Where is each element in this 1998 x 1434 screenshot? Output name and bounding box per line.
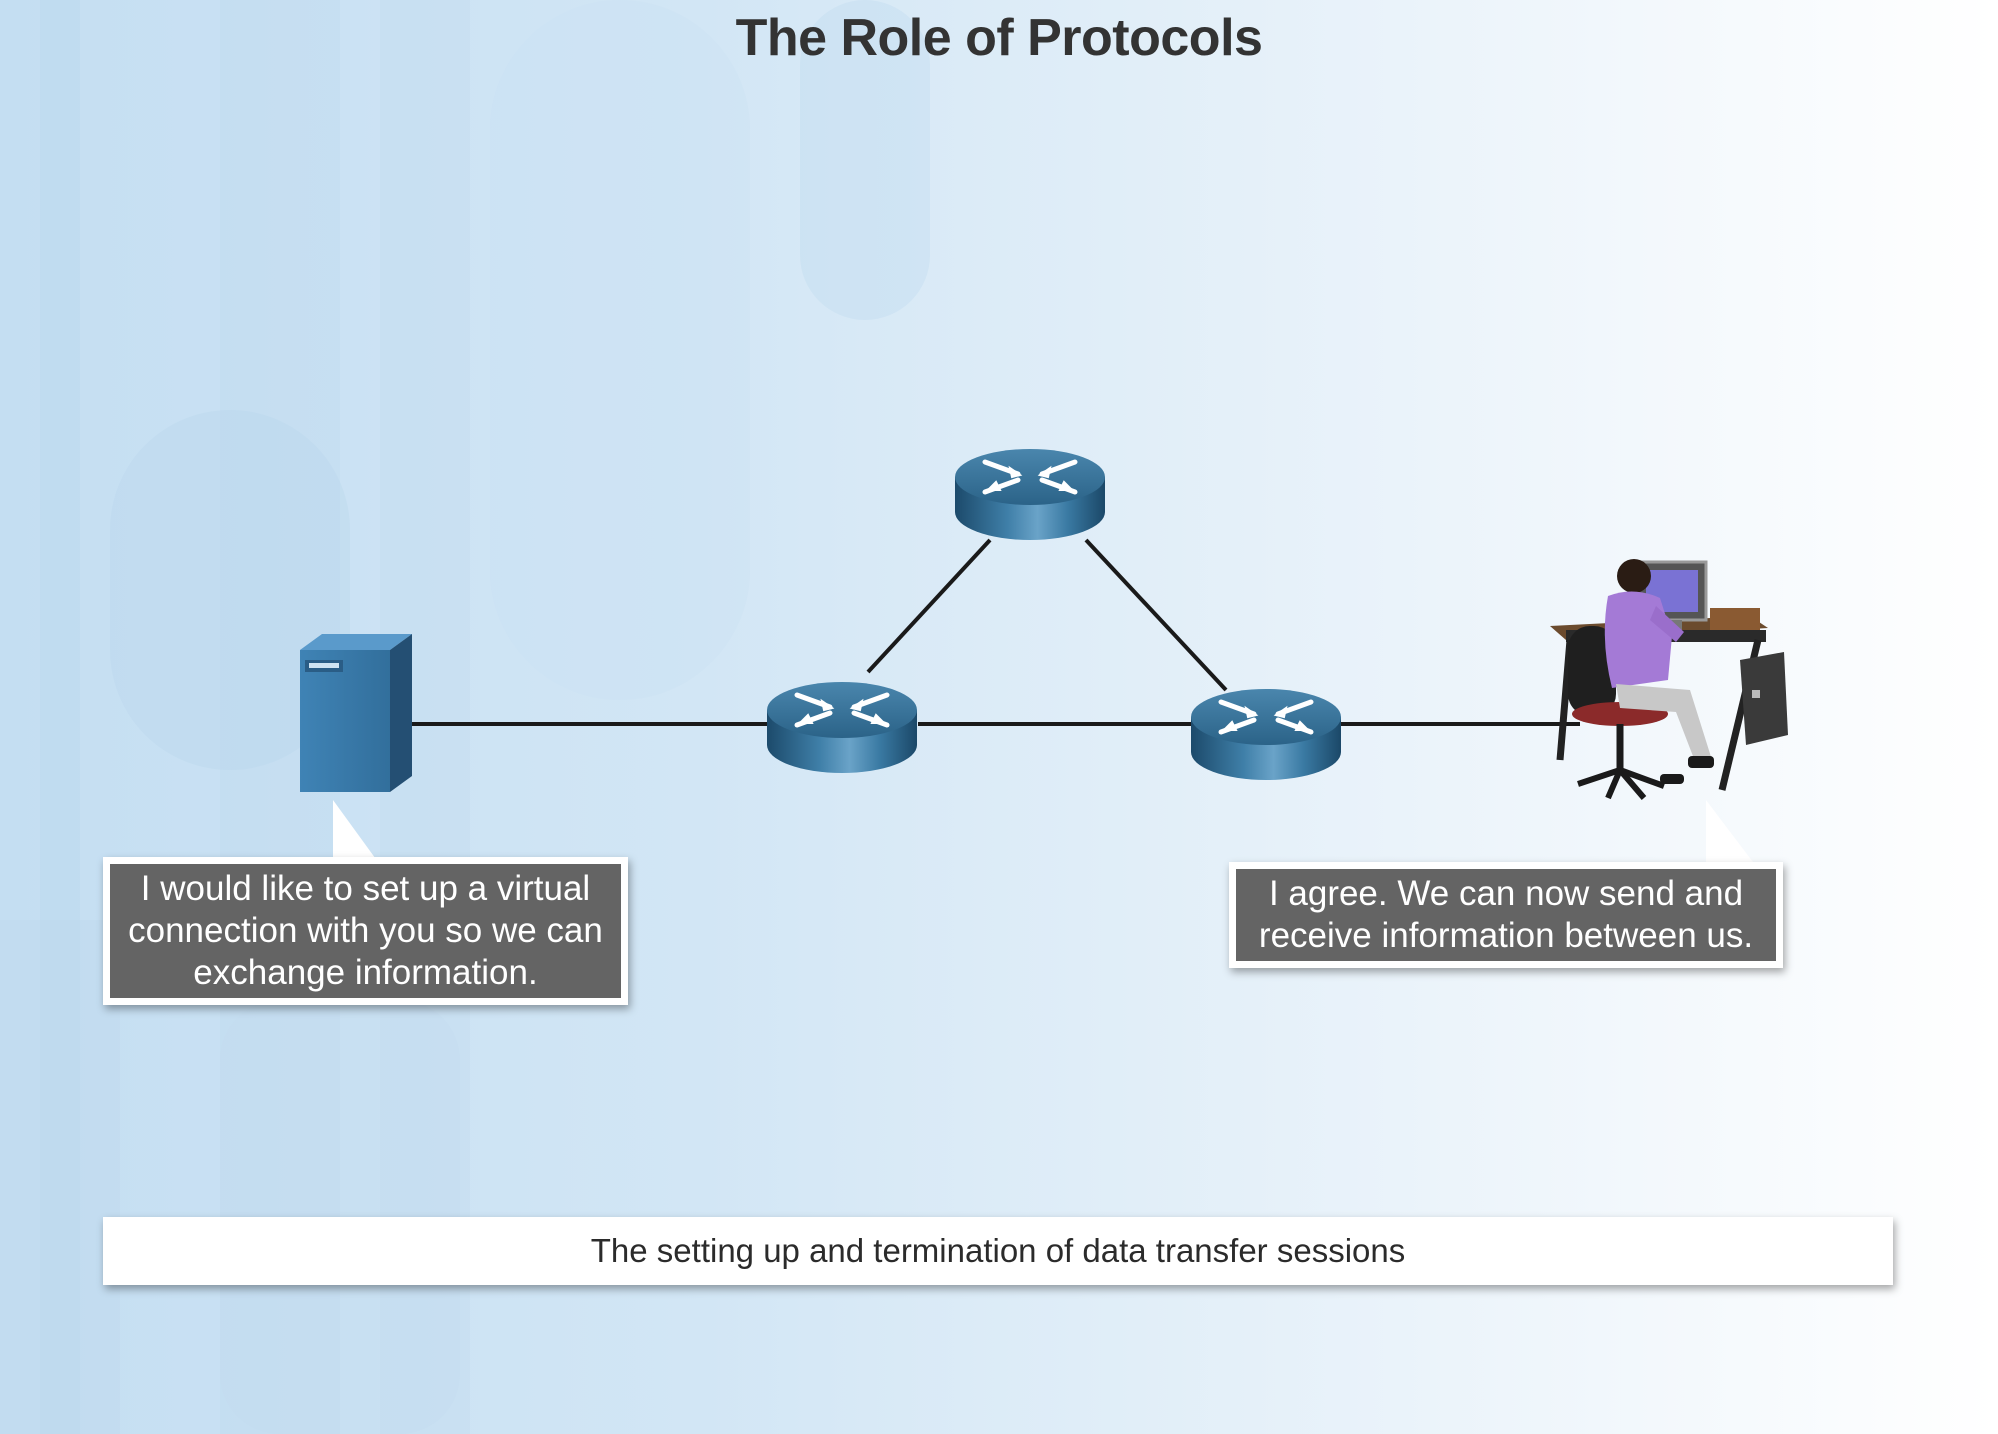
slide-caption: The setting up and termination of data t… bbox=[103, 1217, 1893, 1285]
bubble-left-line-3: exchange information. bbox=[193, 953, 538, 992]
router-right-icon bbox=[1191, 689, 1341, 780]
slide-title: The Role of Protocols bbox=[735, 9, 1263, 67]
link-router-top-router-right bbox=[1084, 538, 1228, 692]
network-links bbox=[410, 538, 1580, 726]
bubble-left-line-1: I would like to set up a virtual bbox=[140, 869, 591, 908]
link-router-left-router-top bbox=[866, 538, 992, 674]
router-top-icon bbox=[955, 449, 1105, 540]
bubble-left-pointer bbox=[333, 800, 378, 862]
server-icon bbox=[300, 634, 412, 792]
speech-bubble-user: I agree. We can now send and receive inf… bbox=[1229, 862, 1783, 968]
speech-bubble-user-text: I agree. We can now send and receive inf… bbox=[1236, 869, 1776, 961]
bubble-left-line-2: connection with you so we can bbox=[128, 911, 603, 950]
speech-bubble-server: I would like to set up a virtual connect… bbox=[103, 857, 628, 1005]
bubble-right-line-1: I agree. We can now send and bbox=[1268, 874, 1744, 913]
bubble-right-pointer bbox=[1706, 800, 1756, 866]
router-left-icon bbox=[767, 682, 917, 773]
bubble-right-line-2: receive information between us. bbox=[1258, 916, 1754, 955]
speech-bubble-server-text: I would like to set up a virtual connect… bbox=[110, 864, 621, 998]
user-workstation-icon bbox=[1550, 559, 1788, 800]
